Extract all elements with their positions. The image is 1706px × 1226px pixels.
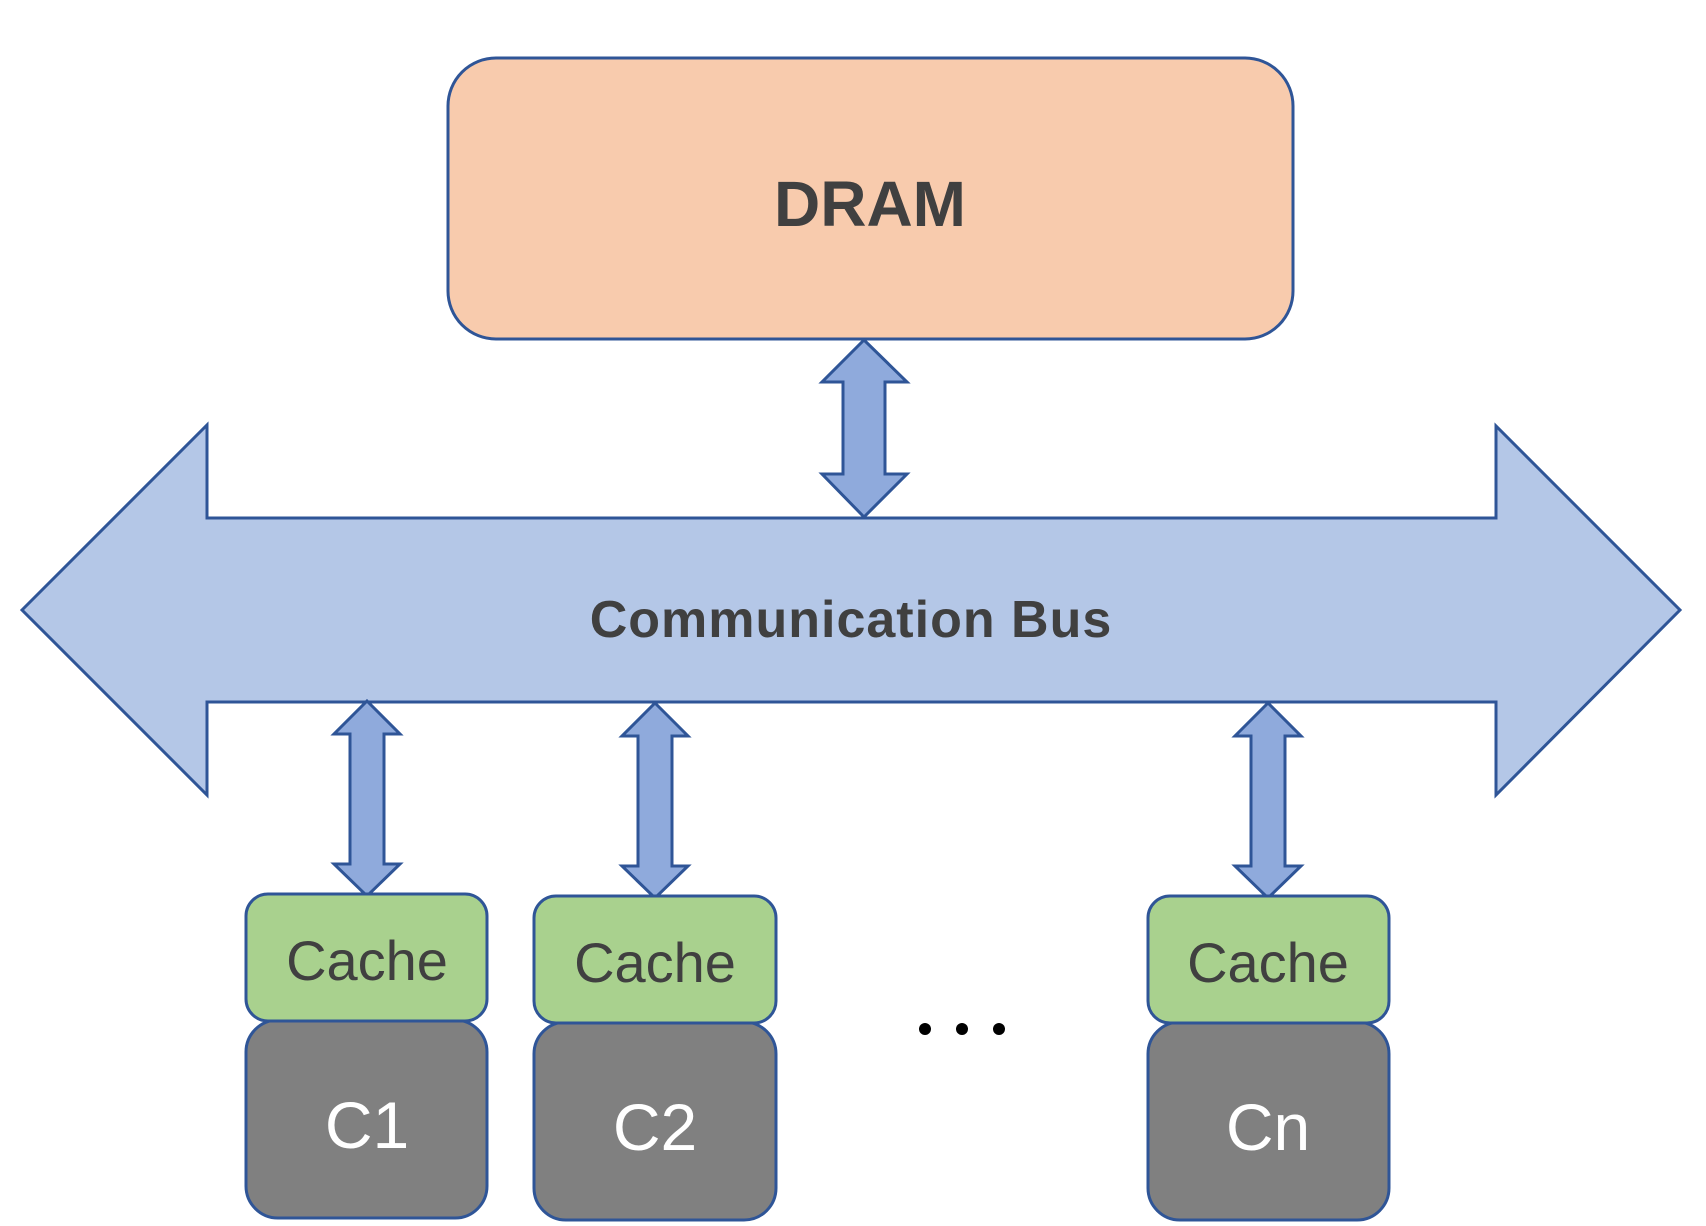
- cache1-block: [244, 892, 489, 1023]
- core2-label: C2: [613, 1090, 697, 1164]
- cache1-label: Cache: [286, 929, 448, 992]
- cachen-label: Cache: [1187, 931, 1349, 994]
- core1-bus-link-arrow: [330, 698, 404, 899]
- core1-label: C1: [325, 1088, 409, 1162]
- coren-label: Cn: [1226, 1090, 1310, 1164]
- cachen-block: [1146, 894, 1391, 1025]
- dram-label: DRAM: [774, 168, 966, 240]
- dram-block: DRAM: [446, 56, 1295, 341]
- ellipsis-dot: [956, 1023, 968, 1035]
- core2-bus-link-arrow: [618, 700, 692, 901]
- core-group-1: Cache C1: [244, 698, 489, 1220]
- core-group-2: Cache C2: [532, 700, 778, 1222]
- bus-label: Communication Bus: [590, 591, 1113, 649]
- ellipsis-dot: [993, 1023, 1005, 1035]
- core-group-n: Cache Cn: [1146, 700, 1391, 1222]
- communication-bus: Communication Bus: [19, 421, 1683, 799]
- dram-bus-link-arrow: [818, 337, 911, 520]
- ellipsis-dot: [919, 1023, 931, 1035]
- cache2-block: [532, 894, 778, 1025]
- cache2-label: Cache: [574, 931, 736, 994]
- ellipsis-dots: [919, 1023, 1005, 1035]
- coren-bus-link-arrow: [1231, 700, 1305, 901]
